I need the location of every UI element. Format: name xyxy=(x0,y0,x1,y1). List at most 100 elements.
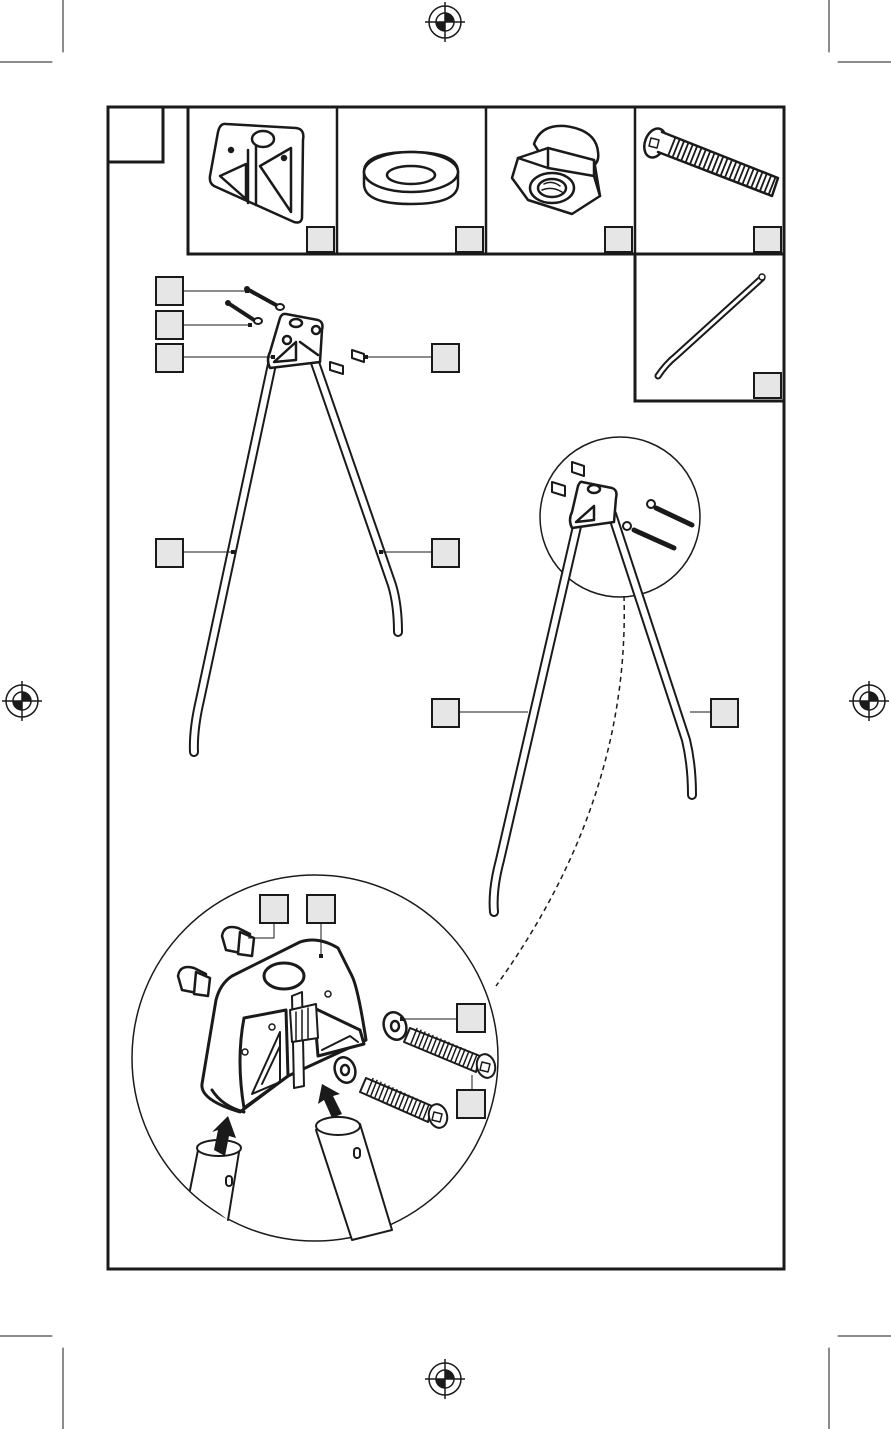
middle-bolts xyxy=(622,499,695,551)
bolt-thread-line xyxy=(737,164,746,184)
bolt-thread-line xyxy=(418,1031,426,1048)
leg-bracket-part-icon xyxy=(208,122,305,224)
bolt-thread-line xyxy=(394,1090,402,1108)
middle-cap-nuts xyxy=(551,461,585,497)
bolt-thread-line xyxy=(374,1081,382,1098)
bolt-thread-line xyxy=(676,140,685,159)
part-label-2 xyxy=(455,226,484,253)
bolt-thread-line xyxy=(728,161,738,180)
bolt-thread-line xyxy=(698,148,707,168)
bolt-thread-line xyxy=(390,1088,398,1106)
bolt-thread-line xyxy=(402,1094,410,1111)
hex-key-part-icon xyxy=(654,273,766,380)
step-number-box xyxy=(106,105,165,164)
bolt-thread-line xyxy=(750,169,759,189)
bolt-thread-line xyxy=(470,1053,478,1071)
bolt-thread-line xyxy=(442,1041,450,1059)
bolt-thread-line xyxy=(715,155,725,175)
bolt-thread-line xyxy=(689,145,698,164)
detail-cap-nut-upper xyxy=(220,925,256,958)
bolt-thread-line xyxy=(378,1083,386,1100)
bolt-thread-line xyxy=(724,159,733,178)
detail-circle-small xyxy=(539,436,701,598)
bolt-thread-line xyxy=(719,157,729,177)
detail-washer-lower xyxy=(333,1056,357,1084)
detail-connector-dashed xyxy=(495,595,626,987)
detail-circle-large xyxy=(131,874,499,1242)
bolt-thread-line xyxy=(410,1098,418,1115)
part-label-1 xyxy=(306,226,335,253)
bolt-thread-line xyxy=(446,1043,454,1060)
detail-bolt-lower xyxy=(359,1077,449,1129)
bolt-thread-line xyxy=(754,171,764,191)
detail-right-tube xyxy=(315,1116,393,1241)
washer-part-icon xyxy=(362,150,460,206)
detail-left-tube xyxy=(189,1139,242,1221)
bolt-thread-line xyxy=(702,150,712,170)
leader-dots-top xyxy=(231,289,383,554)
bolt-thread-line xyxy=(680,141,690,161)
bolt-thread-line xyxy=(414,1029,422,1046)
leader-lines-top xyxy=(183,290,432,553)
bolt-thread-line xyxy=(466,1052,474,1069)
parts-list xyxy=(186,105,786,403)
leader-lines-detail xyxy=(248,923,473,1090)
registration-mark-bottom xyxy=(425,1359,465,1399)
bolt-thread-line xyxy=(410,1027,418,1045)
bolt-thread-line xyxy=(759,173,768,192)
bolt-thread-line xyxy=(693,147,703,166)
bolt-thread-line xyxy=(458,1048,466,1065)
bolt-thread-line xyxy=(732,162,742,182)
callout-box-middle-left xyxy=(431,698,460,728)
bolt-thread-line xyxy=(422,1103,430,1121)
right-leg xyxy=(305,343,403,637)
bolt-thread-line xyxy=(763,175,772,194)
bolt-thread-line xyxy=(426,1034,434,1052)
bolt-thread-line xyxy=(672,138,681,157)
callout-box-middle-right xyxy=(710,698,739,728)
registration-mark-right xyxy=(849,681,889,721)
middle-left-leg xyxy=(488,517,583,917)
bolt-thread-line xyxy=(741,166,751,185)
bolt-thread-line xyxy=(450,1045,458,1062)
assembled-view-middle xyxy=(431,436,739,987)
bolt-thread-line xyxy=(398,1092,406,1110)
bolt-thread-line xyxy=(438,1039,446,1057)
bolt-thread-line xyxy=(430,1036,438,1053)
bolt-thread-line xyxy=(667,136,677,156)
cap-nut-part-icon xyxy=(510,124,602,216)
middle-right-leg xyxy=(607,509,697,800)
bolt-thread-line xyxy=(706,152,716,171)
bolt-thread-line xyxy=(418,1101,426,1119)
bolt-thread-line xyxy=(366,1077,374,1095)
bolt-part-icon xyxy=(643,127,780,198)
bolt-thread-line xyxy=(462,1050,470,1067)
part-label-5 xyxy=(753,372,782,399)
bolt-thread-line xyxy=(746,168,755,187)
cap-nut-right-lower xyxy=(329,361,344,375)
detail-bolt-upper xyxy=(403,1027,497,1079)
bracket-small xyxy=(266,312,324,370)
bolt-thread-line xyxy=(386,1087,394,1104)
leader-dots-detail xyxy=(319,954,404,1021)
part-label-4 xyxy=(753,226,782,253)
bolt-thread-line xyxy=(406,1096,414,1113)
exploded-view-top xyxy=(155,276,460,757)
detail-cap-nut-lower xyxy=(176,965,212,998)
bolt-thread-line xyxy=(414,1100,422,1117)
bolt-thread-line xyxy=(685,143,694,163)
bolt-upper xyxy=(244,286,285,311)
left-leg xyxy=(188,359,277,757)
registration-mark-left xyxy=(2,681,42,721)
detail-bracket xyxy=(200,938,368,1114)
insert-arrows xyxy=(212,1084,342,1156)
bolt-thread-line xyxy=(422,1033,430,1050)
registration-mark-top xyxy=(425,2,465,42)
callout-boxes-top xyxy=(155,276,460,568)
bolt-thread-line xyxy=(382,1085,390,1102)
detail-view-bottom xyxy=(131,874,499,1242)
bolt-lower xyxy=(225,300,263,325)
bolt-thread-line xyxy=(711,154,720,173)
